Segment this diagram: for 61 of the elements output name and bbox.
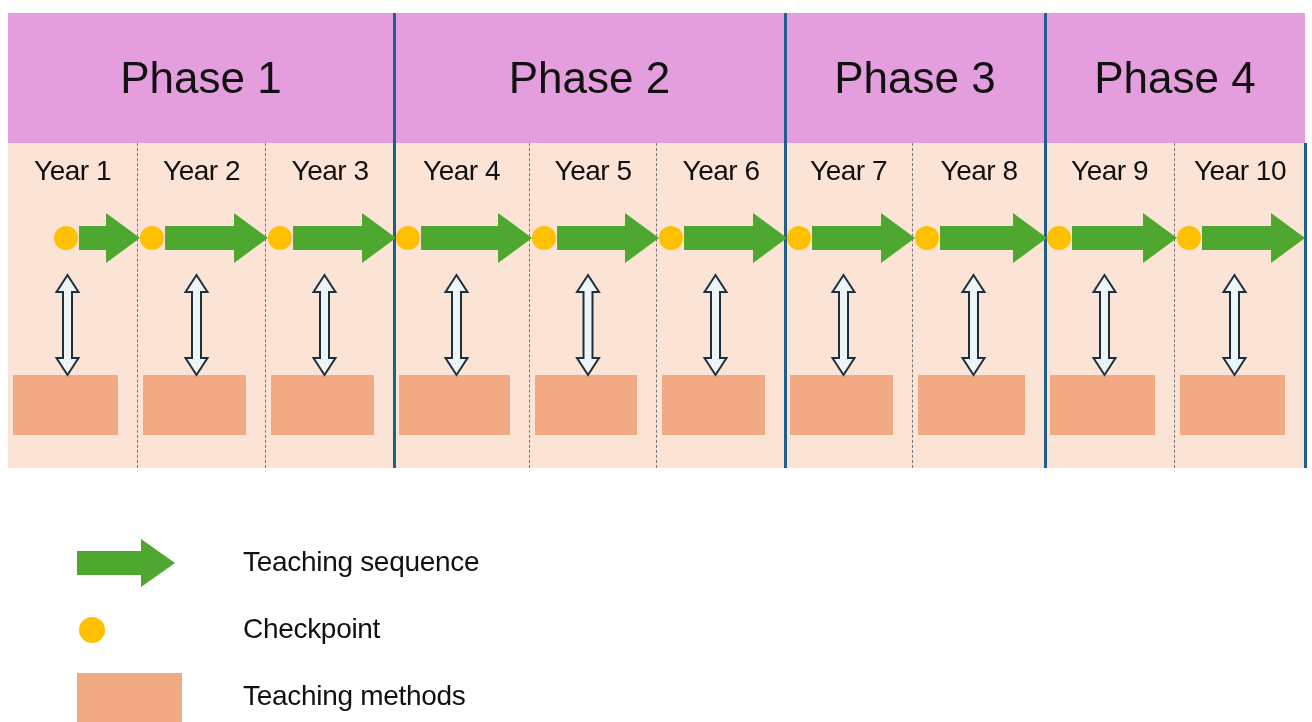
phase-header: Phase 4 bbox=[1045, 13, 1305, 143]
double-arrow bbox=[1221, 273, 1248, 377]
double-arrow bbox=[183, 273, 210, 377]
phase-header: Phase 2 bbox=[394, 13, 785, 143]
phase-header: Phase 1 bbox=[8, 13, 394, 143]
checkpoint-dot bbox=[659, 226, 683, 250]
double-arrow bbox=[702, 273, 729, 377]
sequence-arrow bbox=[557, 213, 659, 263]
year-label: Year 3 bbox=[290, 155, 370, 187]
legend-label: Checkpoint bbox=[243, 613, 381, 645]
phase-column bbox=[1045, 13, 1305, 468]
checkpoint-dot bbox=[1177, 226, 1201, 250]
method-box bbox=[399, 375, 510, 435]
checkpoint-dot bbox=[532, 226, 556, 250]
double-arrow bbox=[960, 273, 987, 377]
double-arrow bbox=[54, 273, 81, 377]
checkpoint-dot bbox=[396, 226, 420, 250]
double-arrow bbox=[311, 273, 338, 377]
double-arrow bbox=[1091, 273, 1118, 377]
legend-label: Teaching methods bbox=[243, 680, 466, 712]
phase-header: Phase 3 bbox=[785, 13, 1045, 143]
year-label: Year 2 bbox=[162, 155, 241, 187]
year-label: Year 7 bbox=[809, 155, 888, 187]
method-box bbox=[271, 375, 374, 435]
method-box bbox=[13, 375, 118, 435]
sequence-arrow bbox=[940, 213, 1047, 263]
double-arrow bbox=[830, 273, 857, 377]
method-box bbox=[790, 375, 893, 435]
method-box bbox=[1180, 375, 1285, 435]
method-box bbox=[1050, 375, 1155, 435]
sequence-arrow bbox=[812, 213, 915, 263]
sequence-arrow bbox=[421, 213, 532, 263]
method-box bbox=[535, 375, 637, 435]
sequence-arrow bbox=[79, 213, 140, 263]
double-arrow bbox=[575, 273, 601, 377]
method-box bbox=[918, 375, 1025, 435]
sequence-arrow bbox=[293, 213, 396, 263]
sequence-arrow bbox=[1072, 213, 1177, 263]
year-label: Year 10 bbox=[1193, 155, 1287, 187]
phase-column bbox=[394, 13, 785, 468]
year-label: Year 5 bbox=[553, 155, 633, 187]
year-label: Year 8 bbox=[939, 155, 1019, 187]
sequence-arrow bbox=[165, 213, 268, 263]
checkpoint-dot bbox=[268, 226, 292, 250]
year-label: Year 1 bbox=[33, 155, 112, 187]
checkpoint-dot bbox=[915, 226, 939, 250]
checkpoint-dot bbox=[54, 226, 78, 250]
year-label: Year 9 bbox=[1070, 155, 1149, 187]
method-box bbox=[662, 375, 765, 435]
sequence-arrow bbox=[1202, 213, 1305, 263]
double-arrow bbox=[443, 273, 470, 377]
legend-label: Teaching sequence bbox=[243, 546, 480, 578]
sequence-arrow bbox=[684, 213, 787, 263]
year-label: Year 4 bbox=[422, 155, 501, 187]
phase-column bbox=[8, 13, 394, 468]
method-box bbox=[143, 375, 246, 435]
checkpoint-dot bbox=[140, 226, 164, 250]
phase-column bbox=[785, 13, 1045, 468]
checkpoint-dot bbox=[1047, 226, 1071, 250]
checkpoint-dot bbox=[787, 226, 811, 250]
year-label: Year 6 bbox=[681, 155, 761, 187]
